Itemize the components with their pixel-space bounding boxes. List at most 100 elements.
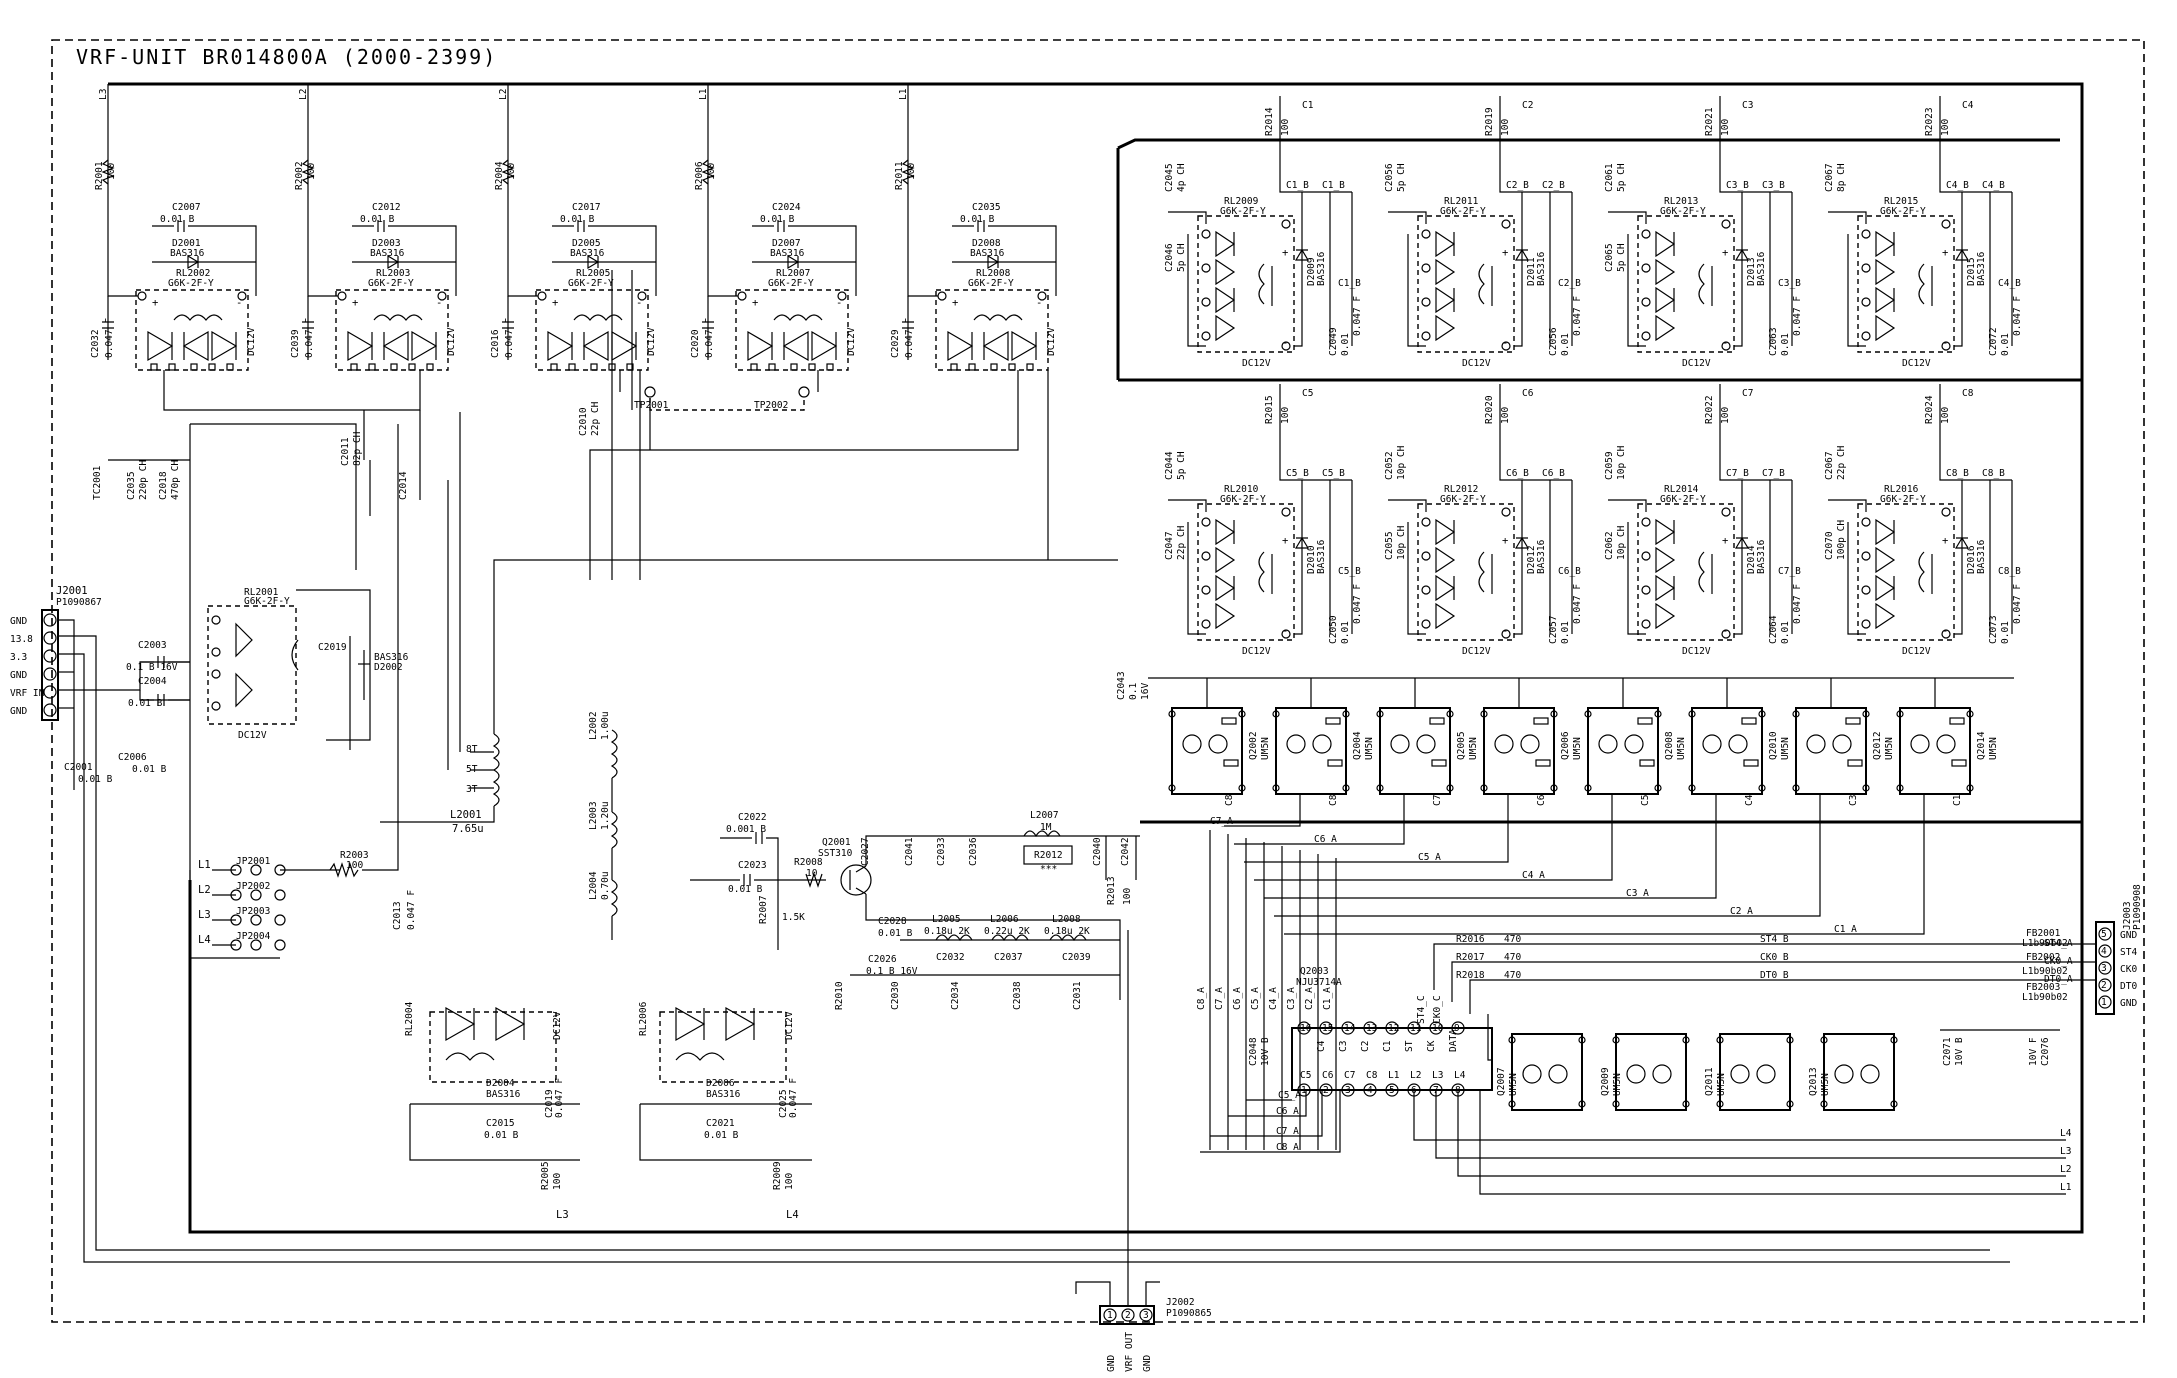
net-tag: C8_B bbox=[1982, 468, 2005, 479]
wire bbox=[1954, 192, 1963, 347]
relay-pin bbox=[350, 363, 358, 371]
wire bbox=[1215, 518, 1236, 546]
diode-part: BAS316 bbox=[1316, 539, 1327, 574]
line-tag: L1 bbox=[2060, 1182, 2072, 1193]
vcc-label: DC12V bbox=[1682, 358, 1711, 369]
svg-text:C2033: C2033 bbox=[936, 837, 947, 866]
svg-text:L2001: L2001 bbox=[450, 809, 482, 821]
relay-pin bbox=[1421, 331, 1431, 341]
svg-text:CK0_C: CK0_C bbox=[1432, 995, 1443, 1024]
coils-l2002-l2004: L2002 1.00u L2003 1.20u L2004 0.70u TP20… bbox=[588, 270, 810, 940]
trimmer-ref: TC2001 bbox=[92, 465, 103, 500]
bus-tag: C1_A bbox=[1322, 987, 1333, 1010]
wire bbox=[702, 296, 714, 360]
relay-pin bbox=[1201, 331, 1211, 341]
amp-q2001: Q2001 SST310 R2008 10 C2022 0.001 B C202… bbox=[690, 810, 1140, 1000]
relay-pin bbox=[1861, 517, 1871, 527]
wire bbox=[907, 84, 938, 297]
wire bbox=[1294, 192, 1303, 347]
cap-ref: C2064 bbox=[1768, 615, 1779, 644]
wire bbox=[1294, 536, 1310, 549]
wire bbox=[101, 159, 115, 185]
pin bbox=[1168, 710, 1176, 718]
relay-part: G6K-2F-Y bbox=[1880, 206, 1926, 217]
svg-text:DC12V: DC12V bbox=[552, 1011, 563, 1040]
diode-ref: D2007 bbox=[772, 238, 801, 249]
svg-text:Q2001: Q2001 bbox=[822, 837, 851, 848]
cap-ref: C2045 bbox=[1164, 163, 1175, 192]
pin-number: 3 bbox=[1143, 1310, 1149, 1321]
jumper-pad bbox=[250, 914, 262, 926]
ic-pin-number: 1 bbox=[1301, 1085, 1307, 1096]
net-tag: C7_B bbox=[1778, 566, 1801, 577]
diode-ref: D2012 bbox=[1526, 545, 1537, 574]
transistor-ref: Q2014 bbox=[1976, 731, 1987, 760]
cap-value: 0.01 B bbox=[960, 214, 995, 225]
wire bbox=[1954, 248, 1970, 261]
relay-part: G6K-2F-Y bbox=[1660, 206, 1706, 217]
wire bbox=[973, 314, 1023, 321]
ic-pin-name: C8 bbox=[1366, 1070, 1378, 1081]
cap-ref: C2067 bbox=[1824, 163, 1835, 192]
relay-pin bbox=[1861, 263, 1871, 273]
transistor-part: UM5N bbox=[1820, 1073, 1831, 1096]
cap-value: 10p CH bbox=[1616, 525, 1627, 560]
cap-ref: C2047 bbox=[1164, 531, 1175, 560]
svg-text:C2042: C2042 bbox=[1120, 837, 1131, 866]
bypass-ref: C2039 bbox=[290, 329, 301, 358]
wire bbox=[1655, 314, 1676, 342]
bus-tag: C4_A bbox=[1522, 870, 1545, 881]
cap-ref: C2050 bbox=[1328, 615, 1339, 644]
pin-number: 2 bbox=[2101, 980, 2107, 991]
wire bbox=[1388, 211, 1427, 224]
pin-number: 2 bbox=[1125, 1310, 1131, 1321]
resistor bbox=[1743, 759, 1759, 767]
cap-value: 10p CH bbox=[1396, 445, 1407, 480]
wire bbox=[773, 314, 823, 321]
bus-tag: C5_A bbox=[1250, 987, 1261, 1010]
line-tag: L2 bbox=[498, 89, 509, 100]
svg-text:C2039: C2039 bbox=[1062, 952, 1091, 963]
plus-sign: + bbox=[552, 297, 558, 309]
wire bbox=[152, 220, 257, 296]
transistor-package bbox=[1899, 707, 1971, 795]
diode-ref: D2014 bbox=[1746, 545, 1757, 574]
bypass-value: 0.047 F bbox=[104, 318, 115, 358]
svg-text:DC12V: DC12V bbox=[238, 730, 267, 741]
net-tag: C4_B bbox=[1982, 180, 2005, 191]
net-tag: C5_B bbox=[1322, 468, 1345, 479]
relay-pin bbox=[1501, 341, 1511, 351]
relay-pin bbox=[1281, 507, 1291, 517]
diode-part: BAS316 bbox=[970, 248, 1005, 259]
relay-pin bbox=[626, 363, 634, 371]
connector-pin bbox=[2098, 978, 2112, 992]
net-tag: C1_B bbox=[1286, 180, 1309, 191]
pin bbox=[1682, 1036, 1690, 1044]
ic-pin-name: L4 bbox=[1454, 1070, 1466, 1081]
cap-value: 0.047 F bbox=[2012, 296, 2023, 336]
cap-ref: C2014 bbox=[398, 471, 409, 500]
svg-text:G6K-2F-Y: G6K-2F-Y bbox=[244, 596, 290, 607]
wire bbox=[782, 330, 809, 362]
ic-pin-number: 5 bbox=[1389, 1085, 1395, 1096]
ic-pin-name: L2 bbox=[1410, 1070, 1421, 1081]
svg-text:DC12V: DC12V bbox=[784, 1011, 795, 1040]
relay-pin bbox=[1641, 619, 1651, 629]
resistor bbox=[1221, 717, 1237, 725]
relay-ref: RL2015 bbox=[1884, 196, 1918, 207]
net-tag: C3_B bbox=[1726, 180, 1749, 191]
resistor bbox=[1535, 759, 1551, 767]
transistor-symbol bbox=[1286, 734, 1306, 754]
relay-pin bbox=[1201, 229, 1211, 239]
bus-tag: C5_A bbox=[1418, 852, 1441, 863]
transistor-ref: Q2013 bbox=[1808, 1067, 1819, 1096]
svg-text:JP2003: JP2003 bbox=[236, 906, 270, 917]
svg-text:5T: 5T bbox=[466, 764, 478, 775]
relay-pin bbox=[808, 363, 816, 371]
wire bbox=[1514, 248, 1530, 261]
pin bbox=[1688, 710, 1696, 718]
wire bbox=[1011, 330, 1038, 362]
svg-text:CK0_A: CK0_A bbox=[2044, 956, 2073, 967]
pin bbox=[1654, 784, 1662, 792]
